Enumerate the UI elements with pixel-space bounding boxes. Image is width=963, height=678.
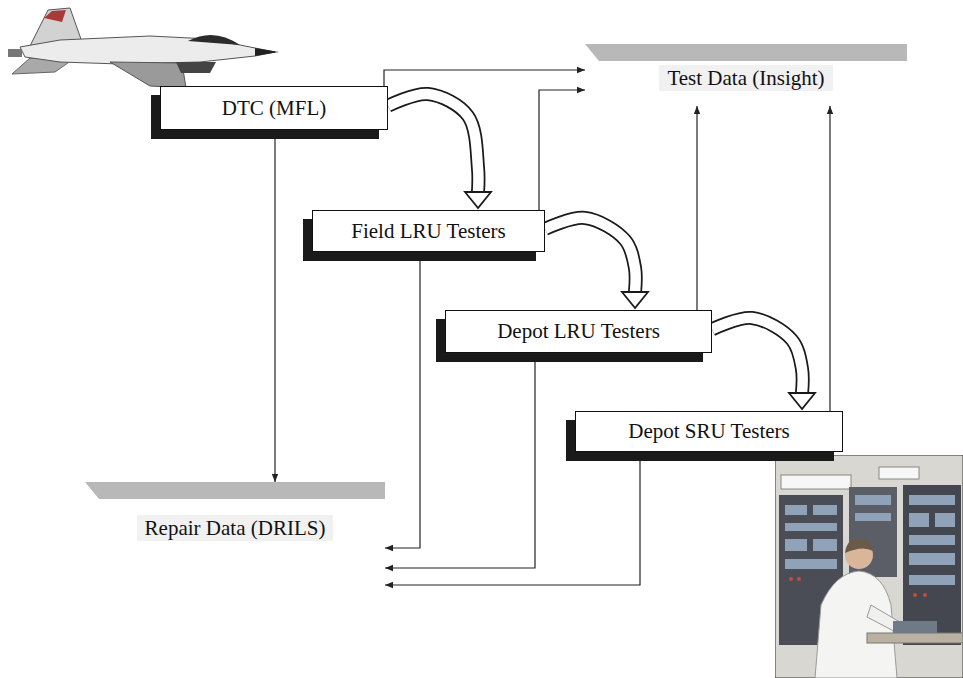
unit-under-test [893, 621, 937, 633]
data-link [385, 252, 420, 548]
band-bar [585, 44, 907, 62]
data-link [539, 90, 585, 210]
band-bar-shape [85, 482, 385, 499]
rack-panels [785, 495, 955, 585]
tester-box: DTC (MFL) [160, 86, 388, 130]
jet-drawing [8, 8, 279, 88]
box-label: Field LRU Testers [351, 219, 505, 243]
jet-tail-mark [44, 10, 66, 22]
band-bar [85, 482, 385, 500]
photo-ground [775, 455, 963, 678]
work-bench [867, 633, 963, 643]
band-bar-shape [585, 44, 907, 61]
link-line [384, 70, 585, 86]
flow-arrow-outline [388, 94, 478, 192]
link-line [274, 130, 275, 482]
data-link [830, 106, 831, 411]
flow-arrow [712, 318, 815, 409]
link-line [385, 353, 535, 568]
tester-box: Depot SRU Testers [575, 411, 843, 452]
sign-board [879, 467, 919, 479]
store-label: Repair Data (DRILS) [137, 515, 334, 541]
link-line [385, 452, 640, 585]
flow-arrow-head [465, 192, 491, 208]
flow-arrow-body [388, 94, 478, 192]
data-link [275, 130, 276, 482]
jet-intake [176, 62, 216, 73]
data-store-band: Repair Data (DRILS) [85, 482, 385, 592]
sign-board [781, 475, 851, 489]
flow-arrow-body [712, 318, 803, 393]
data-link [385, 452, 640, 585]
data-link [384, 70, 585, 86]
link-line [696, 106, 697, 310]
depot-photo [775, 455, 963, 678]
flow-arrow-outline [712, 318, 803, 393]
flow-arrow [545, 218, 648, 308]
tester-box: Depot LRU Testers [445, 310, 712, 353]
flow-arrow-head [622, 292, 648, 308]
flow-arrow-head [789, 393, 815, 409]
box-label: Depot LRU Testers [497, 319, 660, 343]
link-line [829, 106, 830, 411]
store-label: Test Data (Insight) [659, 65, 832, 91]
flow-arrow-outline [545, 218, 636, 292]
band-label-wrap: Repair Data (DRILS) [85, 516, 385, 540]
data-store-band: Test Data (Insight) [585, 44, 907, 106]
tester-box: Field LRU Testers [312, 210, 545, 252]
jet-nose [255, 48, 279, 56]
flow-arrow [388, 94, 491, 208]
flow-arrow-body [545, 218, 636, 292]
band-label-wrap: Test Data (Insight) [585, 66, 907, 90]
box-label: Depot SRU Testers [628, 419, 789, 443]
data-link [385, 353, 535, 568]
jet-canopy [188, 35, 240, 45]
link-line [539, 90, 585, 210]
data-link [697, 106, 698, 310]
jet-wing [110, 62, 186, 88]
person-hair [845, 539, 873, 553]
link-line [385, 252, 420, 548]
box-label: DTC (MFL) [222, 96, 326, 120]
jet-fuselage [20, 36, 275, 64]
jet-exhaust [8, 49, 22, 57]
